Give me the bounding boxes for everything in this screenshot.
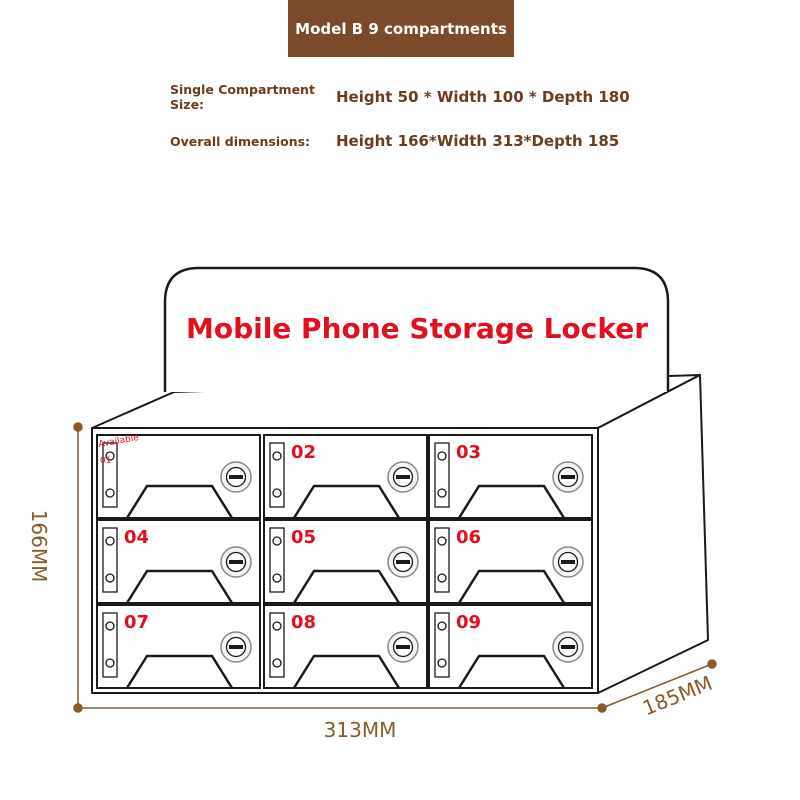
compartment-08[interactable]: 08 bbox=[263, 604, 428, 689]
compartment-02[interactable]: 02 bbox=[263, 434, 428, 519]
sign-board bbox=[163, 266, 670, 392]
hinge-plate bbox=[102, 612, 118, 678]
compartment-number: 01 bbox=[100, 456, 111, 466]
compartment-number: 07 bbox=[124, 612, 149, 633]
hinge-hole bbox=[105, 451, 115, 461]
locker-side-face bbox=[597, 374, 709, 694]
door-handle[interactable] bbox=[292, 484, 401, 519]
compartment-09[interactable]: 09 bbox=[428, 604, 593, 689]
hinge-hole bbox=[437, 488, 447, 498]
compartment-06[interactable]: 06 bbox=[428, 519, 593, 604]
key-slot bbox=[561, 560, 575, 564]
hinge-hole bbox=[437, 536, 447, 546]
key-slot bbox=[396, 475, 410, 479]
hinge-plate bbox=[269, 612, 285, 678]
hinge-hole bbox=[272, 488, 282, 498]
door-handle[interactable] bbox=[292, 569, 401, 604]
door-handle[interactable] bbox=[457, 654, 566, 689]
compartment-05[interactable]: 05 bbox=[263, 519, 428, 604]
depth-dimension-line bbox=[601, 663, 713, 709]
door-handle[interactable] bbox=[292, 654, 401, 689]
hinge-hole bbox=[105, 488, 115, 498]
door-handle[interactable] bbox=[457, 484, 566, 519]
compartment-07[interactable]: 07 bbox=[96, 604, 261, 689]
single-size-value: Height 50 * Width 100 * Depth 180 bbox=[336, 88, 630, 106]
hinge-hole bbox=[105, 621, 115, 631]
hinge-hole bbox=[437, 451, 447, 461]
compartment-number: 08 bbox=[291, 612, 316, 633]
hinge-hole bbox=[437, 573, 447, 583]
compartment-03[interactable]: 03 bbox=[428, 434, 593, 519]
model-title: Model B 9 compartments bbox=[295, 19, 507, 38]
overall-dimensions-value: Height 166*Width 313*Depth 185 bbox=[336, 132, 620, 150]
hinge-hole bbox=[437, 658, 447, 668]
height-dimension-label: 166MM bbox=[27, 510, 51, 583]
hinge-plate bbox=[102, 527, 118, 593]
key-slot bbox=[229, 560, 243, 564]
hinge-plate bbox=[269, 442, 285, 508]
dimension-lines bbox=[73, 422, 717, 713]
compartment-number: 04 bbox=[124, 527, 149, 548]
compartment-number: 09 bbox=[456, 612, 481, 633]
width-dimension-label: 313MM bbox=[324, 718, 397, 742]
hinge-hole bbox=[272, 451, 282, 461]
hinge-hole bbox=[272, 536, 282, 546]
door-handle[interactable] bbox=[125, 484, 234, 519]
hinge-plate bbox=[434, 527, 450, 593]
hinge-hole bbox=[437, 621, 447, 631]
door-handle[interactable] bbox=[125, 654, 234, 689]
hinge-hole bbox=[272, 573, 282, 583]
compartment-04[interactable]: 04 bbox=[96, 519, 261, 604]
key-slot bbox=[561, 475, 575, 479]
hinge-hole bbox=[272, 658, 282, 668]
hinge-plate bbox=[102, 442, 118, 508]
hinge-hole bbox=[105, 658, 115, 668]
key-slot bbox=[396, 560, 410, 564]
key-slot bbox=[229, 475, 243, 479]
door-handle[interactable] bbox=[457, 569, 566, 604]
single-size-label: Single Compartment Size: bbox=[170, 82, 315, 112]
hinge-plate bbox=[434, 612, 450, 678]
key-slot bbox=[561, 645, 575, 649]
hinge-hole bbox=[105, 536, 115, 546]
hinge-hole bbox=[105, 573, 115, 583]
compartment-door bbox=[428, 604, 593, 689]
compartment-number: 02 bbox=[291, 442, 316, 463]
door-handle[interactable] bbox=[125, 569, 234, 604]
hinge-plate bbox=[434, 442, 450, 508]
key-slot bbox=[229, 645, 243, 649]
depth-dimension-dot-right bbox=[707, 659, 717, 669]
model-title-banner: Model B 9 compartments bbox=[288, 0, 514, 57]
compartment-number: 03 bbox=[456, 442, 481, 463]
overall-dimensions-label: Overall dimensions: bbox=[170, 134, 311, 149]
key-slot bbox=[396, 645, 410, 649]
compartment-number: 06 bbox=[456, 527, 481, 548]
height-dimension-dot-top bbox=[73, 422, 83, 432]
hinge-plate bbox=[269, 527, 285, 593]
hinge-hole bbox=[272, 621, 282, 631]
compartment-number: 05 bbox=[291, 527, 316, 548]
sign-title: Mobile Phone Storage Locker bbox=[186, 312, 648, 345]
